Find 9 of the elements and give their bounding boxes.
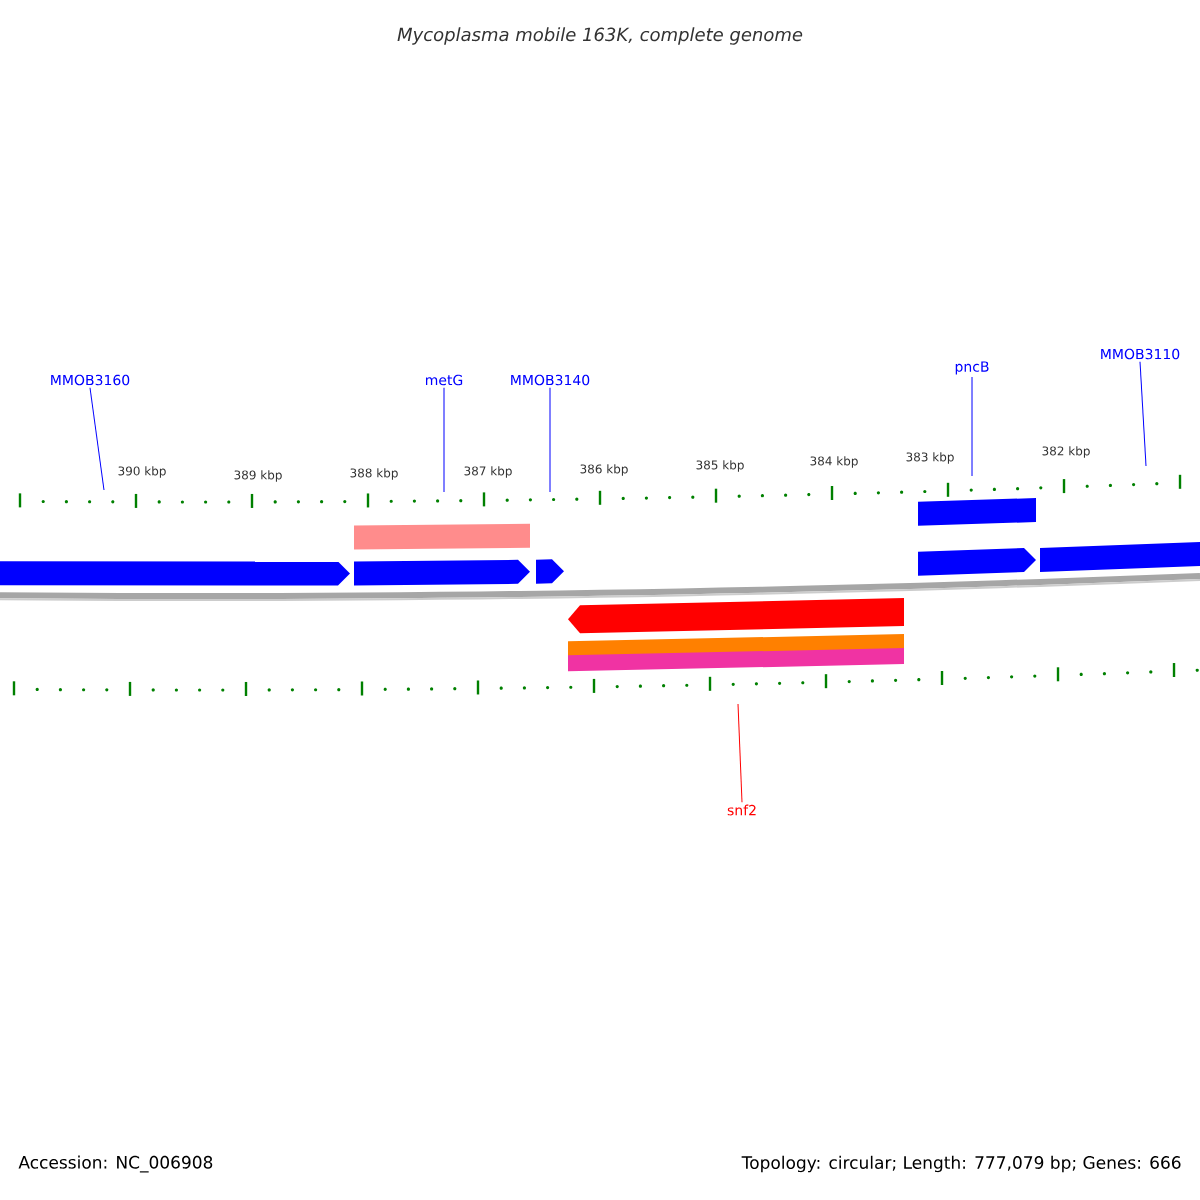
footer-text: Accession: NC_006908 [18,1155,213,1173]
leader-line [89,387,105,491]
leader-line [549,387,551,493]
leader-line [971,376,973,477]
leader-line [443,387,445,493]
title: Mycoplasma mobile 163K, complete genome [397,27,803,45]
footer-text: Topology: circular; Length: 777,079 bp; Genes: 666 [741,1155,1181,1173]
leader-line [1139,361,1147,467]
leader-line [737,703,743,803]
